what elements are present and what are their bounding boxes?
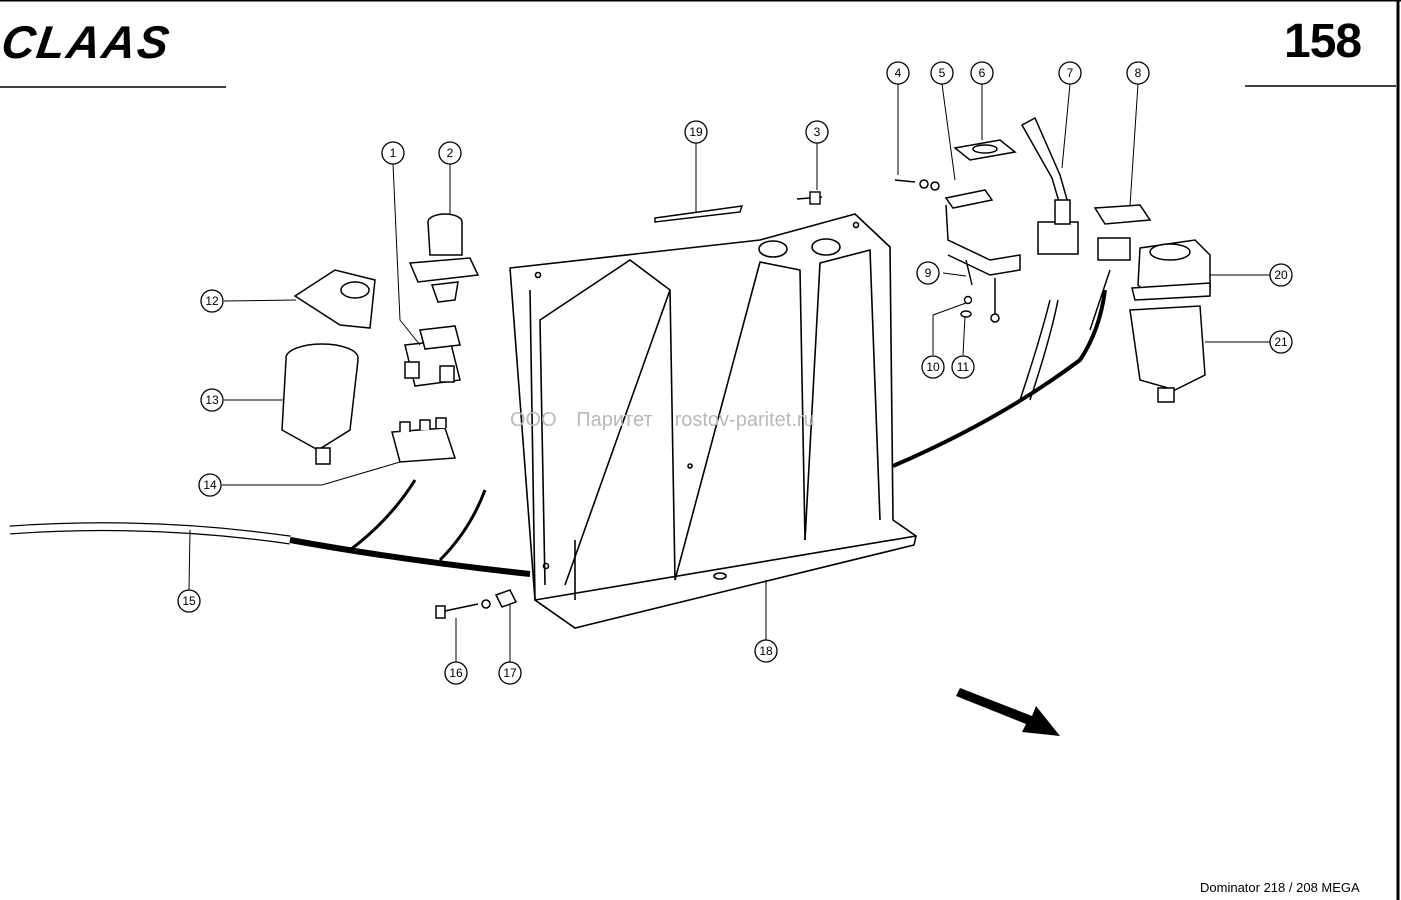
- callout-17: 17: [498, 661, 522, 685]
- svg-text:CLAAS: CLAAS: [0, 16, 174, 68]
- callout-number: 17: [503, 666, 517, 680]
- cable-harness: [9, 269, 1111, 577]
- small-cover: [1093, 204, 1152, 225]
- callout-number: 9: [925, 266, 932, 280]
- bolt-and-clip: [435, 589, 518, 619]
- callout-8: 8: [1126, 61, 1150, 85]
- small-plug: [796, 191, 823, 205]
- callout-number: 3: [814, 125, 821, 139]
- rubber-boot: [281, 343, 359, 465]
- lever-switch: [1020, 116, 1079, 255]
- switch-cover: [293, 269, 376, 329]
- claas-logo: CLAAS: [0, 16, 174, 68]
- callout-number: 6: [979, 66, 986, 80]
- callout-2: 2: [438, 141, 462, 165]
- callout-19: 19: [684, 120, 708, 144]
- screw-washers: [960, 259, 973, 318]
- page-number: 158: [1284, 15, 1362, 68]
- harness-connector: [391, 417, 457, 463]
- callout-number: 2: [447, 146, 454, 160]
- callout-number: 5: [939, 66, 946, 80]
- callout-number: 4: [895, 66, 902, 80]
- callout-number: 13: [205, 393, 219, 407]
- callout-21: 21: [1269, 330, 1293, 354]
- callout-9: 9: [916, 261, 940, 285]
- callout-number: 1: [390, 146, 397, 160]
- callout-10: 10: [921, 355, 945, 379]
- callout-number: 14: [203, 478, 217, 492]
- watermark-site: rostov-paritet.ru: [674, 409, 815, 431]
- callout-18: 18: [754, 639, 778, 663]
- callout-4: 4: [886, 61, 910, 85]
- callout-7: 7: [1058, 61, 1082, 85]
- callout-16: 16: [444, 661, 468, 685]
- bracket-assembly: [894, 139, 1021, 323]
- relay-box: [1131, 239, 1211, 301]
- housing-panel: [509, 213, 917, 629]
- rotary-switch: [408, 213, 480, 303]
- callout-3: 3: [805, 120, 829, 144]
- callout-11: 11: [951, 355, 975, 379]
- callout-number: 18: [759, 644, 773, 658]
- callout-number: 19: [689, 125, 703, 139]
- watermark: ООО Паритет rostov-paritet.ru: [510, 409, 837, 432]
- leader-lines: [188, 83, 1270, 662]
- callout-15: 15: [177, 589, 201, 613]
- callout-number: 16: [449, 666, 463, 680]
- callout-number: 20: [1274, 268, 1288, 282]
- decal-strip: [654, 205, 744, 223]
- callout-number: 7: [1067, 66, 1074, 80]
- callout-number: 8: [1135, 66, 1142, 80]
- watermark-company: ООО Паритет: [510, 409, 653, 431]
- funnel-boot: [1129, 305, 1206, 403]
- callout-number: 10: [926, 360, 940, 374]
- callout-number: 11: [957, 360, 970, 374]
- callout-5: 5: [930, 61, 954, 85]
- plug-connector: [1097, 237, 1131, 261]
- callout-1: 1: [381, 141, 405, 165]
- callout-13: 13: [200, 388, 224, 412]
- callout-number: 21: [1274, 335, 1288, 349]
- callout-20: 20: [1269, 263, 1293, 287]
- direction-arrow: [956, 688, 1060, 736]
- callout-14: 14: [198, 473, 222, 497]
- rocker-switch: [404, 325, 461, 387]
- model-label: Dominator 218 / 208 MEGA: [1200, 880, 1360, 895]
- callout-6: 6: [970, 61, 994, 85]
- callout-12: 12: [200, 289, 224, 313]
- callout-number: 12: [205, 294, 219, 308]
- callout-number: 15: [182, 594, 196, 608]
